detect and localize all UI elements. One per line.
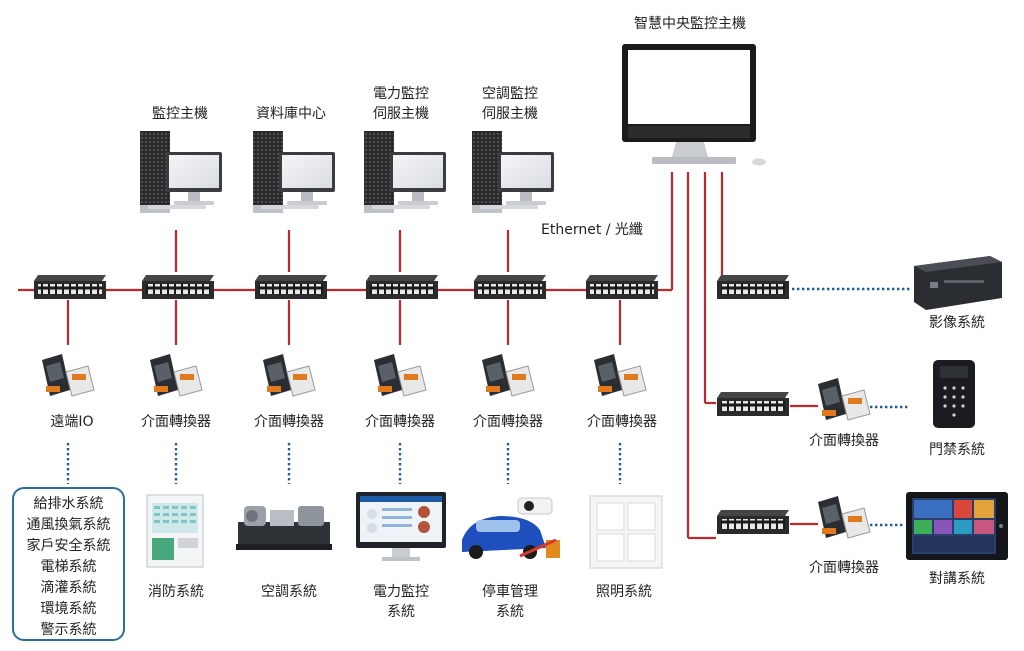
system-item: 給排水系統 (33, 496, 104, 512)
system-item: 通風換氣系統 (26, 517, 111, 533)
network-switch-icon (255, 275, 327, 299)
parking-system-icon (462, 497, 560, 559)
system-item: 環境系統 (40, 601, 97, 617)
converter-label: 介面轉換器 (473, 414, 543, 430)
system-item: 警示系統 (40, 622, 97, 638)
interface-converter-icon (482, 354, 535, 397)
interface-converter-icon (150, 354, 203, 397)
network-switch-icon (717, 275, 789, 299)
right-converter-label: 介面轉換器 (809, 433, 879, 449)
interface-converter-icon (594, 354, 647, 397)
subsystem-label: 消防系統 (148, 584, 204, 600)
right-system-label: 門禁系統 (929, 442, 985, 458)
right-system-label: 影像系統 (929, 315, 985, 331)
network-switch-icon (586, 275, 658, 299)
light-switch-panel-icon (589, 495, 663, 569)
network-switch-icon (142, 275, 214, 299)
power-monitor-screen-icon (356, 492, 446, 561)
subsystem-label: 電力監控系統 (373, 584, 429, 620)
server-workstation-icon (364, 131, 446, 213)
central-monitor-label: 智慧中央監控主機 (634, 16, 746, 32)
system-item: 電梯系統 (40, 559, 97, 575)
right-converter-label: 介面轉換器 (809, 560, 879, 576)
system-item: 家戶安全系統 (26, 538, 111, 554)
network-switch-icon (34, 275, 106, 299)
converter-label: 遠端IO (50, 414, 94, 430)
network-switch-icon (474, 275, 546, 299)
server-workstation-icon (472, 131, 554, 213)
network-label: Ethernet / 光纖 (541, 222, 643, 238)
fire-alarm-panel-icon (146, 494, 204, 568)
subsystem-label: 照明系統 (596, 584, 652, 600)
system-item: 滴灌系統 (40, 580, 97, 596)
interface-converter-icon (818, 496, 871, 539)
remote-io-system-list: 給排水系統 通風換氣系統 家戶安全系統 電梯系統 滴灌系統 環境系統 警示系統 (12, 487, 125, 641)
converter-label: 介面轉換器 (254, 414, 324, 430)
serial-links (66, 287, 910, 527)
network-switch-icon (366, 275, 438, 299)
intercom-panel-icon (906, 492, 1008, 560)
converter-label: 介面轉換器 (365, 414, 435, 430)
converter-label: 介面轉換器 (141, 414, 211, 430)
interface-converter-icon (374, 354, 427, 397)
subsystem-label: 停車管理系統 (482, 584, 538, 620)
converter-label: 介面轉換器 (587, 414, 657, 430)
video-recorder-icon (914, 256, 1002, 310)
network-switch-icon (717, 510, 789, 534)
ethernet-backbone (18, 172, 818, 540)
network-switch-icon (717, 392, 789, 416)
interface-converter-icon (818, 378, 871, 421)
central-monitor-icon (622, 44, 766, 166)
chiller-icon (236, 506, 332, 550)
server-workstation-icon (253, 131, 335, 213)
server-label: 資料庫中心 (256, 106, 326, 122)
right-system-label: 對講系統 (929, 571, 985, 587)
server-label: 電力監控伺服主機 (373, 86, 429, 122)
interface-converter-icon (263, 354, 316, 397)
subsystem-label: 空調系統 (261, 584, 317, 600)
server-label: 空調監控伺服主機 (482, 86, 538, 122)
server-workstation-icon (140, 131, 222, 213)
access-control-icon (933, 360, 975, 428)
server-label: 監控主機 (152, 106, 208, 122)
interface-converter-icon (42, 354, 95, 397)
